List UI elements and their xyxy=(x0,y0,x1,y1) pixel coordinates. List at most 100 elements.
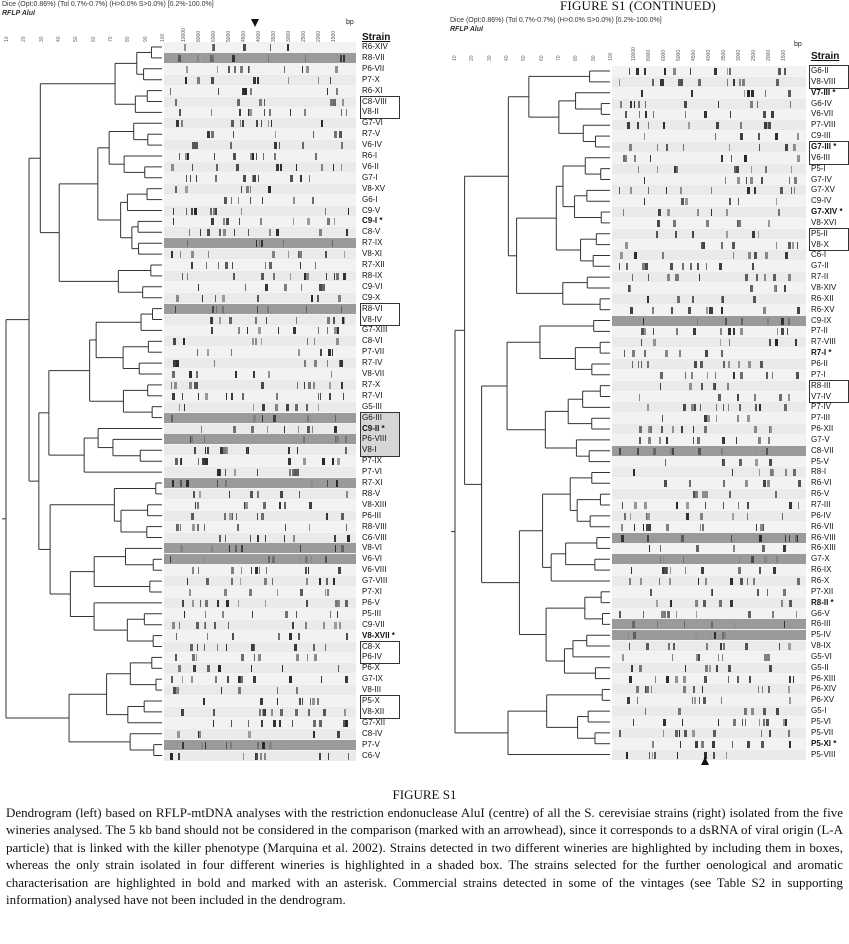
gel-band xyxy=(171,381,173,389)
gel-band xyxy=(716,404,718,412)
gel-band xyxy=(317,327,319,335)
gel-band xyxy=(648,545,650,553)
gel-band xyxy=(234,545,237,553)
gel-band xyxy=(729,491,732,499)
gel-band xyxy=(332,458,335,466)
gel-band xyxy=(344,316,346,324)
gel-band xyxy=(323,708,327,716)
gel-band xyxy=(298,632,301,640)
gel-band xyxy=(777,209,780,217)
gel-lane xyxy=(612,369,806,380)
gel-lane xyxy=(164,423,356,434)
gel-band xyxy=(171,621,175,629)
gel-band xyxy=(711,588,713,596)
gel-band xyxy=(791,187,793,195)
gel-band xyxy=(174,458,178,466)
gel-band xyxy=(334,534,337,542)
gel-band xyxy=(248,719,250,727)
gel-band xyxy=(175,185,178,193)
strain-label: R6-XV xyxy=(811,304,835,314)
gel-band xyxy=(634,154,637,162)
strain-label: P6-XIV xyxy=(811,684,837,694)
gel-lane xyxy=(164,652,356,663)
gel-band xyxy=(270,708,273,716)
gel-band xyxy=(674,230,677,238)
strain-label: G6-I xyxy=(362,194,378,204)
gel-band xyxy=(329,76,331,84)
gel-band xyxy=(324,643,326,651)
strain-label: P7-XI xyxy=(362,587,383,596)
strain-label: G6-V xyxy=(811,608,830,618)
gel-band xyxy=(756,588,759,596)
gel-band xyxy=(787,686,790,694)
gel-band xyxy=(188,229,190,237)
gel-band xyxy=(197,458,199,466)
gel-band xyxy=(229,316,233,324)
gel-band xyxy=(340,305,342,313)
gel-band xyxy=(186,578,188,586)
gel-band xyxy=(213,360,215,368)
strain-label: V8-III xyxy=(362,685,382,695)
gel-band xyxy=(257,490,260,498)
gel-band xyxy=(272,251,276,259)
strain-label: G7-XV xyxy=(811,185,836,195)
gel-band xyxy=(304,621,307,629)
gel-band xyxy=(663,68,666,75)
gel-band xyxy=(625,751,628,759)
gel-band xyxy=(264,599,266,607)
gel-band xyxy=(718,263,722,271)
gel-band xyxy=(719,643,722,651)
gel-band xyxy=(180,458,182,466)
gel-band xyxy=(239,218,241,226)
gel-band xyxy=(745,274,749,282)
strain-label: G6-II xyxy=(811,66,829,75)
gel-band xyxy=(324,589,326,596)
gel-band xyxy=(733,371,736,379)
gel-band xyxy=(266,305,269,313)
gel-band xyxy=(682,143,684,151)
gel-band xyxy=(267,556,270,564)
gel-band xyxy=(333,621,337,629)
gel-band xyxy=(788,89,792,97)
gel-band xyxy=(739,328,743,336)
strain-label: V6-III xyxy=(811,152,831,162)
gel-band xyxy=(197,349,199,357)
gel-band xyxy=(722,295,725,303)
gel-lane xyxy=(612,283,806,293)
gel-band xyxy=(205,578,209,586)
gel-band xyxy=(334,436,337,444)
gel-band xyxy=(261,381,265,389)
gel-lane xyxy=(612,554,806,565)
gel-band xyxy=(709,632,713,640)
gel-lane xyxy=(164,52,356,63)
gel-band xyxy=(693,491,697,499)
gel-lane xyxy=(612,239,806,250)
gel-band xyxy=(252,174,256,182)
gel-band xyxy=(724,176,726,184)
gel-band xyxy=(260,240,263,248)
gel-band xyxy=(758,436,762,444)
strain-label: C9-VII xyxy=(362,619,385,629)
strain-label: C9-III xyxy=(811,131,831,141)
gel-band xyxy=(763,719,766,726)
gel-lane xyxy=(164,270,356,281)
gel-lane xyxy=(164,554,356,565)
strain-label: P5-VIII xyxy=(811,749,836,759)
gel-band xyxy=(784,534,786,542)
gel-band xyxy=(295,469,299,477)
gel-band xyxy=(337,599,341,607)
strain-label: G7-XIV * xyxy=(811,207,843,217)
gel-band xyxy=(219,447,223,455)
gel-band xyxy=(680,740,682,748)
gel-band xyxy=(704,111,708,119)
gel-band xyxy=(189,436,193,444)
right-bp-label: bp xyxy=(794,41,802,48)
gel-band xyxy=(227,621,229,629)
strain-label: V8-XVII * xyxy=(362,630,395,640)
gel-band xyxy=(645,708,647,716)
gel-band xyxy=(222,229,226,237)
gel-band xyxy=(229,142,232,150)
gel-band xyxy=(747,415,751,423)
gel-band xyxy=(211,54,213,62)
gel-band xyxy=(203,698,206,705)
